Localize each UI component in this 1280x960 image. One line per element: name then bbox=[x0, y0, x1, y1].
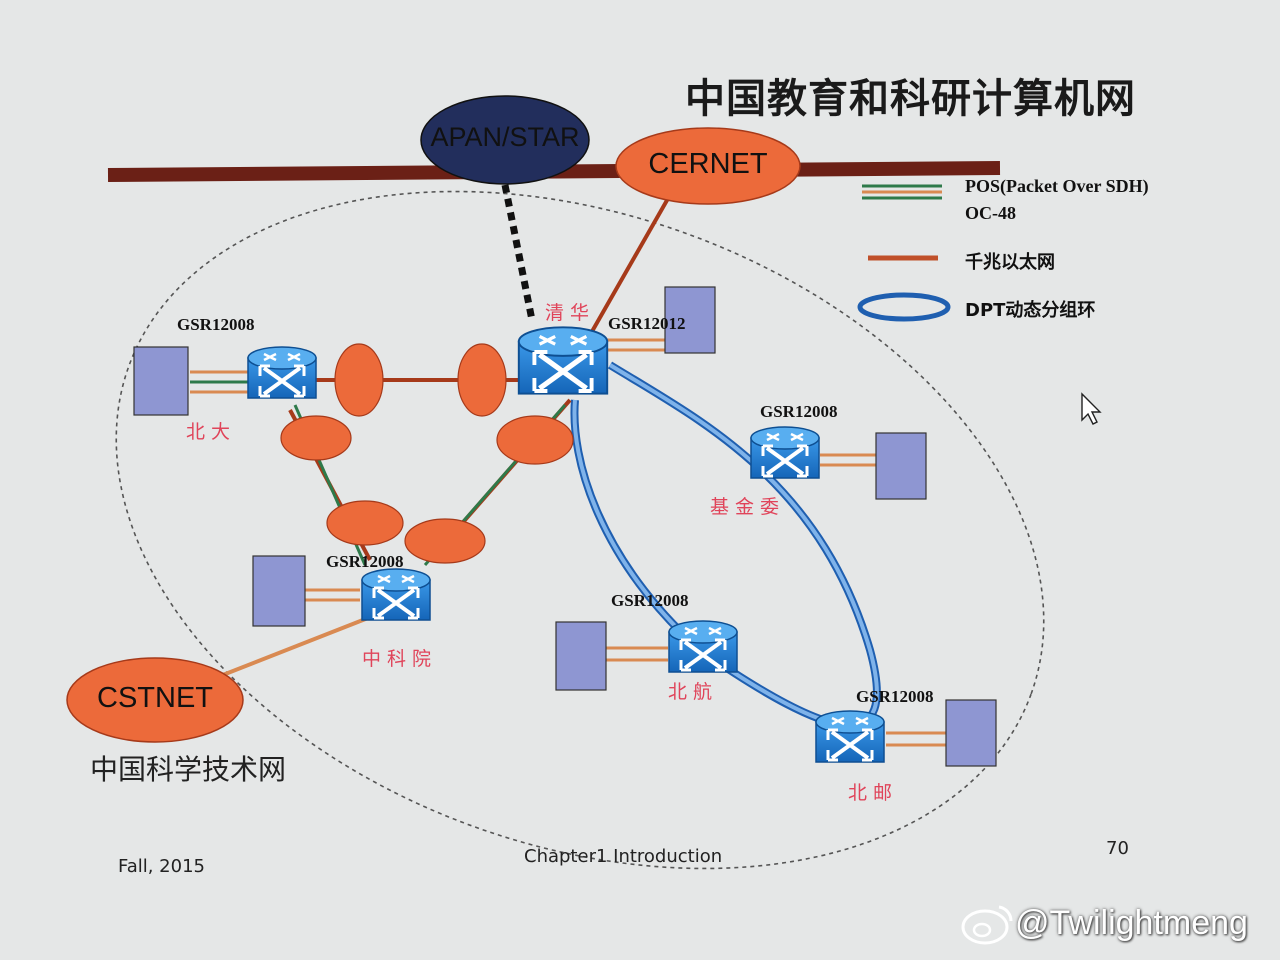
router-model-label: GSR12008 bbox=[760, 402, 838, 421]
host-box bbox=[252, 555, 306, 627]
host-box bbox=[945, 699, 997, 767]
router-model-label: GSR12012 bbox=[608, 314, 686, 333]
cstnet-oval bbox=[66, 657, 244, 743]
router-model-label: GSR12008 bbox=[611, 591, 689, 610]
router-model-label: GSR12008 bbox=[177, 315, 255, 334]
host-box bbox=[555, 621, 607, 691]
switch-oval bbox=[280, 415, 352, 461]
page-number: 70 bbox=[1106, 838, 1129, 859]
legend-dpt-symbol bbox=[857, 292, 951, 322]
watermark: @Twilightmeng bbox=[1015, 904, 1248, 942]
router-icon bbox=[246, 345, 318, 400]
site-label: 基金委 bbox=[710, 496, 786, 518]
site-label: 中科院 bbox=[362, 648, 438, 670]
site-label: 清华 bbox=[545, 302, 596, 324]
network-boundary bbox=[115, 190, 1045, 870]
footer-chapter: Chapter1 Introduction bbox=[524, 846, 723, 867]
site-label: 北邮 bbox=[848, 782, 899, 804]
router-icon bbox=[360, 567, 432, 622]
router-model-label: GSR12008 bbox=[326, 552, 404, 571]
legend-dpt-label: DPT动态分组环 bbox=[965, 300, 1096, 321]
switch-oval bbox=[404, 518, 486, 564]
host-box bbox=[875, 432, 927, 500]
apan-label: APAN/STAR bbox=[430, 122, 580, 152]
footer-date: Fall, 2015 bbox=[118, 856, 205, 877]
host-boxes bbox=[133, 286, 997, 767]
host-box bbox=[664, 286, 716, 354]
legend-pos-symbol bbox=[862, 184, 942, 200]
router-model-label: GSR12008 bbox=[856, 687, 934, 706]
cstnet-link bbox=[209, 616, 369, 682]
site-label: 北大 bbox=[186, 421, 237, 443]
cstnet-caption: 中国科学技术网 bbox=[90, 753, 287, 786]
router-icon bbox=[519, 327, 607, 393]
slide-title: 中国教育和科研计算机网 bbox=[685, 76, 1136, 122]
cstnet-label: CSTNET bbox=[97, 682, 213, 714]
switch-oval bbox=[457, 343, 507, 417]
legend-gigabit-label: 千兆以太网 bbox=[965, 252, 1055, 273]
site-label: 北航 bbox=[668, 681, 719, 703]
cernet-link bbox=[588, 194, 672, 336]
apan-link bbox=[501, 184, 536, 321]
router-icon bbox=[749, 425, 821, 480]
weibo-icon bbox=[961, 905, 1013, 945]
legend-oc48-label: OC-48 bbox=[965, 203, 1016, 223]
router-icon bbox=[667, 619, 739, 674]
host-box bbox=[133, 346, 189, 416]
ethernet-switches bbox=[280, 343, 574, 564]
switch-oval bbox=[496, 415, 574, 465]
apan-oval bbox=[420, 95, 590, 185]
mouse-pointer-icon bbox=[1081, 392, 1102, 425]
cernet-label: CERNET bbox=[648, 148, 768, 180]
router-icon bbox=[814, 709, 886, 764]
legend-pos-label: POS(Packet Over SDH) bbox=[965, 176, 1149, 196]
cernet-oval bbox=[615, 127, 801, 205]
switch-oval bbox=[326, 500, 404, 546]
switch-oval bbox=[334, 343, 384, 417]
